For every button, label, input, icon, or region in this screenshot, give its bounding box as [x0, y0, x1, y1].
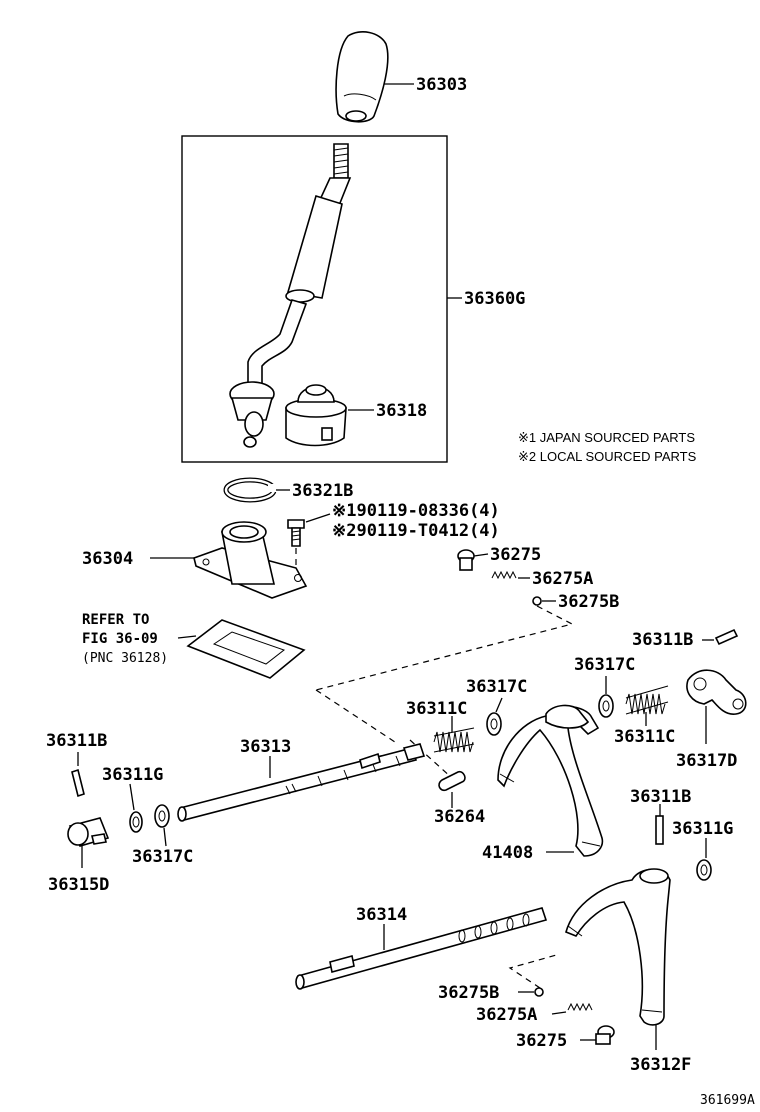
shift-lever: [229, 143, 352, 448]
figure-id: 361699A: [700, 1093, 755, 1108]
bolt: [287, 519, 305, 547]
ball-top: [532, 596, 542, 606]
label-36311G-left: 36311G: [102, 765, 163, 785]
label-36264: 36264: [434, 807, 485, 827]
snap-ring-right: [696, 859, 712, 881]
label-36311B-lower: 36311B: [630, 787, 691, 807]
label-bolt-japan: ※190119-08336(4): [332, 501, 500, 521]
plug-bolt-bottom: [595, 1025, 615, 1045]
washer-mid: [486, 712, 502, 736]
label-36311C-right: 36311C: [614, 727, 675, 747]
note-japan-sourced: ※1 JAPAN SOURCED PARTS: [518, 430, 695, 445]
snap-ring-left: [129, 811, 143, 833]
label-36360G: 36360G: [464, 289, 525, 309]
note-local-sourced: ※2 LOCAL SOURCED PARTS: [518, 449, 697, 464]
fork-shaft-upper: [177, 743, 426, 822]
gasket: [186, 619, 306, 679]
label-36317D: 36317D: [676, 751, 737, 771]
label-36303: 36303: [416, 75, 467, 95]
label-36312F: 36312F: [630, 1055, 691, 1075]
label-36275B-top: 36275B: [558, 592, 619, 612]
label-36311C-mid: 36311C: [406, 699, 467, 719]
plug-bolt-top: [457, 549, 475, 571]
label-36311B-right: 36311B: [632, 630, 693, 650]
label-36275-top: 36275: [490, 545, 541, 565]
label-36317C-left: 36317C: [132, 847, 193, 867]
label-36275A-bottom: 36275A: [476, 1005, 537, 1025]
label-36314: 36314: [356, 905, 407, 925]
reference-line3: (PNC 36128): [82, 651, 168, 666]
label-41408: 41408: [482, 843, 533, 863]
label-bolt-local: ※290119-T0412(4): [332, 521, 500, 541]
pin-lower: [655, 815, 664, 845]
shift-head: [67, 817, 110, 847]
label-36313: 36313: [240, 737, 291, 757]
snap-ring: [223, 477, 280, 503]
interlock-pin: [438, 770, 466, 792]
spring-top: [491, 570, 517, 580]
reference-line2: FIG 36-09: [82, 631, 158, 647]
spring-bottom: [567, 1002, 593, 1012]
label-36275B-bottom: 36275B: [438, 983, 499, 1003]
label-36311B-left: 36311B: [46, 731, 107, 751]
label-36275A-top: 36275A: [532, 569, 593, 589]
washer-left: [154, 804, 170, 828]
fork-shaft-lower: [295, 907, 548, 990]
label-36317C-mid: 36317C: [466, 677, 527, 697]
label-36304: 36304: [82, 549, 133, 569]
pin-left: [71, 768, 85, 798]
lever-retainer: [193, 521, 308, 599]
inner-lever: [686, 669, 747, 715]
spring-right: [625, 685, 669, 715]
ball-bottom: [534, 987, 544, 997]
label-36275-bottom: 36275: [516, 1031, 567, 1051]
washer-right: [598, 694, 614, 718]
shift-knob: [335, 31, 389, 123]
lever-seat: [285, 384, 347, 447]
spring-mid: [433, 727, 475, 753]
label-36317C-right: 36317C: [574, 655, 635, 675]
label-36315D: 36315D: [48, 875, 109, 895]
shift-fork-upper: [497, 704, 604, 857]
label-36311G-right: 36311G: [672, 819, 733, 839]
assembly-box: [181, 135, 448, 463]
shift-fork-lower: [565, 868, 671, 1026]
pin-right: [714, 628, 739, 646]
label-36318: 36318: [376, 401, 427, 421]
reference-line1: REFER TO: [82, 612, 149, 628]
label-36321B: 36321B: [292, 481, 353, 501]
